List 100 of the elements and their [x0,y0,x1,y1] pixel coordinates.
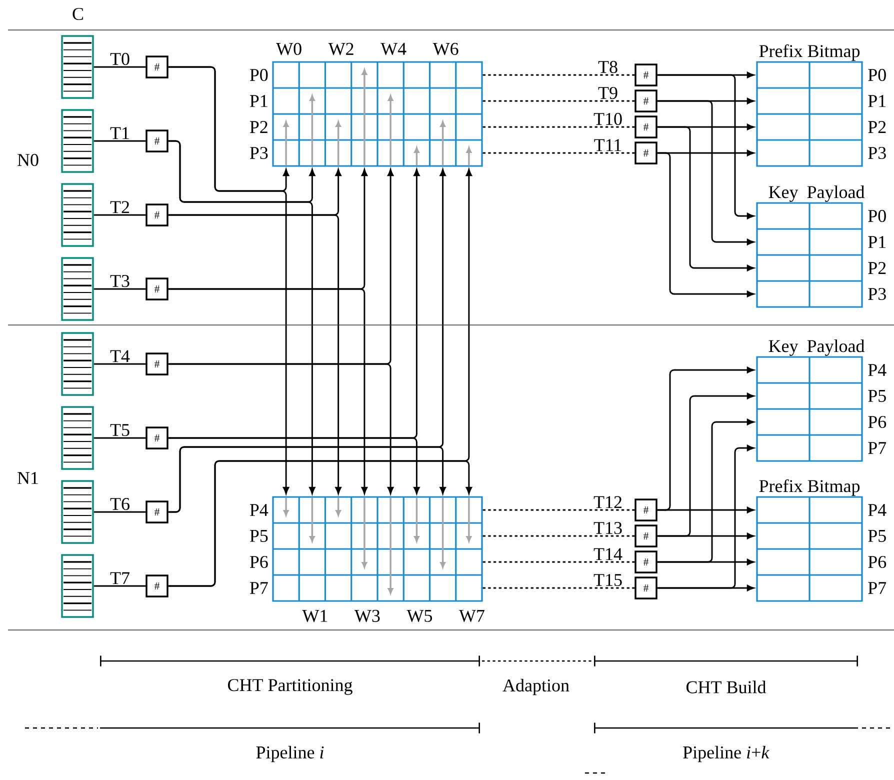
edge-label: T5 [110,424,130,436]
buffer-stack [61,480,94,544]
hash-box: # [634,64,658,86]
row-label: P4 [868,504,886,516]
arrow [168,363,394,494]
hash-box: # [146,426,168,450]
edge-label: T3 [110,274,130,288]
partition-grid [272,496,483,602]
column-heading: Payload [807,340,865,356]
column-heading: Key [768,340,798,356]
row-label: P1 [250,95,268,107]
buffer-stack [61,109,94,173]
edge-label: T10 [594,112,622,126]
hash-box: # [634,550,658,574]
edge-label: T15 [594,574,622,586]
hash-box: # [146,574,168,598]
row-label: P6 [868,416,886,428]
edge-label: T6 [110,498,130,510]
row-label: P7 [868,442,886,454]
edge-label: T12 [594,496,622,508]
buffer-stack [61,406,94,470]
buffer-stack [61,554,94,618]
buffer-stack [61,257,94,321]
hash-box: # [634,524,658,548]
row-label: P5 [868,530,886,542]
row-label: P2 [868,121,886,133]
arrow [168,446,446,513]
hash-box: # [146,352,168,376]
row-label: P5 [250,530,268,542]
arrow [657,126,754,272]
column-heading: Prefix Bitmap [759,479,860,496]
arrow [168,437,420,494]
hash-box: # [634,90,658,112]
row-label: P2 [250,121,268,133]
column-heading: Prefix Bitmap [759,44,860,61]
arrow [657,100,754,246]
text-label: Pipeline i+k [683,746,770,762]
hash-box: # [634,498,658,522]
text-label: Adaption [502,678,570,696]
row-label: P3 [250,146,268,160]
row-label: P0 [868,210,886,222]
buffer-stack [61,35,94,99]
column-heading: Key [768,186,798,202]
buffer-stack [61,183,94,247]
row-label: P4 [250,504,268,516]
hash-box: # [146,278,168,300]
row-label: P7 [250,582,268,594]
text-label: N0 [18,154,38,166]
edge-label: T7 [110,572,130,584]
edge-label: T8 [598,60,618,74]
hash-box: # [146,204,168,226]
row-label: P6 [868,556,886,568]
hash-box: # [634,576,658,600]
text-label: CHT Partitioning [228,679,352,695]
text-label: CHT Build [686,680,766,694]
edge-label: T0 [110,52,130,66]
arrow [168,66,290,494]
row-label: P0 [868,68,886,82]
arrow [657,74,754,220]
edge-label: T1 [110,127,129,140]
text-label: N1 [18,472,38,484]
row-label: P5 [868,390,886,402]
edge-label: T4 [110,350,130,362]
edge-label: T9 [598,86,618,100]
arrow [168,214,342,494]
row-label: P3 [868,288,886,300]
row-label: W3 [354,610,380,622]
arrow [168,288,368,494]
hash-box: # [634,142,658,164]
row-label: P7 [868,582,886,594]
row-label: W0 [276,42,302,56]
row-label: P4 [868,364,886,376]
text-label: Pipeline i [256,746,324,762]
edge-label: T11 [594,139,622,152]
hash-box: # [146,500,168,524]
edge-label: T2 [110,201,129,214]
partition-grid [272,61,483,167]
row-label: W7 [458,610,484,622]
row-label: W4 [380,42,406,56]
row-label: C [72,8,84,20]
hash-box: # [634,116,658,138]
row-label: W1 [302,610,328,622]
row-label: P2 [868,262,886,274]
row-label: W5 [406,610,432,622]
row-label: P1 [868,236,886,248]
edge-label: T14 [594,548,622,560]
row-label: P0 [250,68,268,82]
row-label: W2 [328,42,354,56]
column-heading: Payload [807,186,865,202]
hash-box: # [146,130,168,152]
arrow [657,366,754,511]
arrow [657,152,754,298]
row-label: W6 [432,42,458,56]
row-label: P1 [868,95,886,107]
arrow [657,418,754,563]
arrow [168,460,472,587]
row-label: P3 [868,146,886,160]
arrow [657,444,754,589]
arrow [657,392,754,537]
edge-label: T13 [594,522,622,534]
